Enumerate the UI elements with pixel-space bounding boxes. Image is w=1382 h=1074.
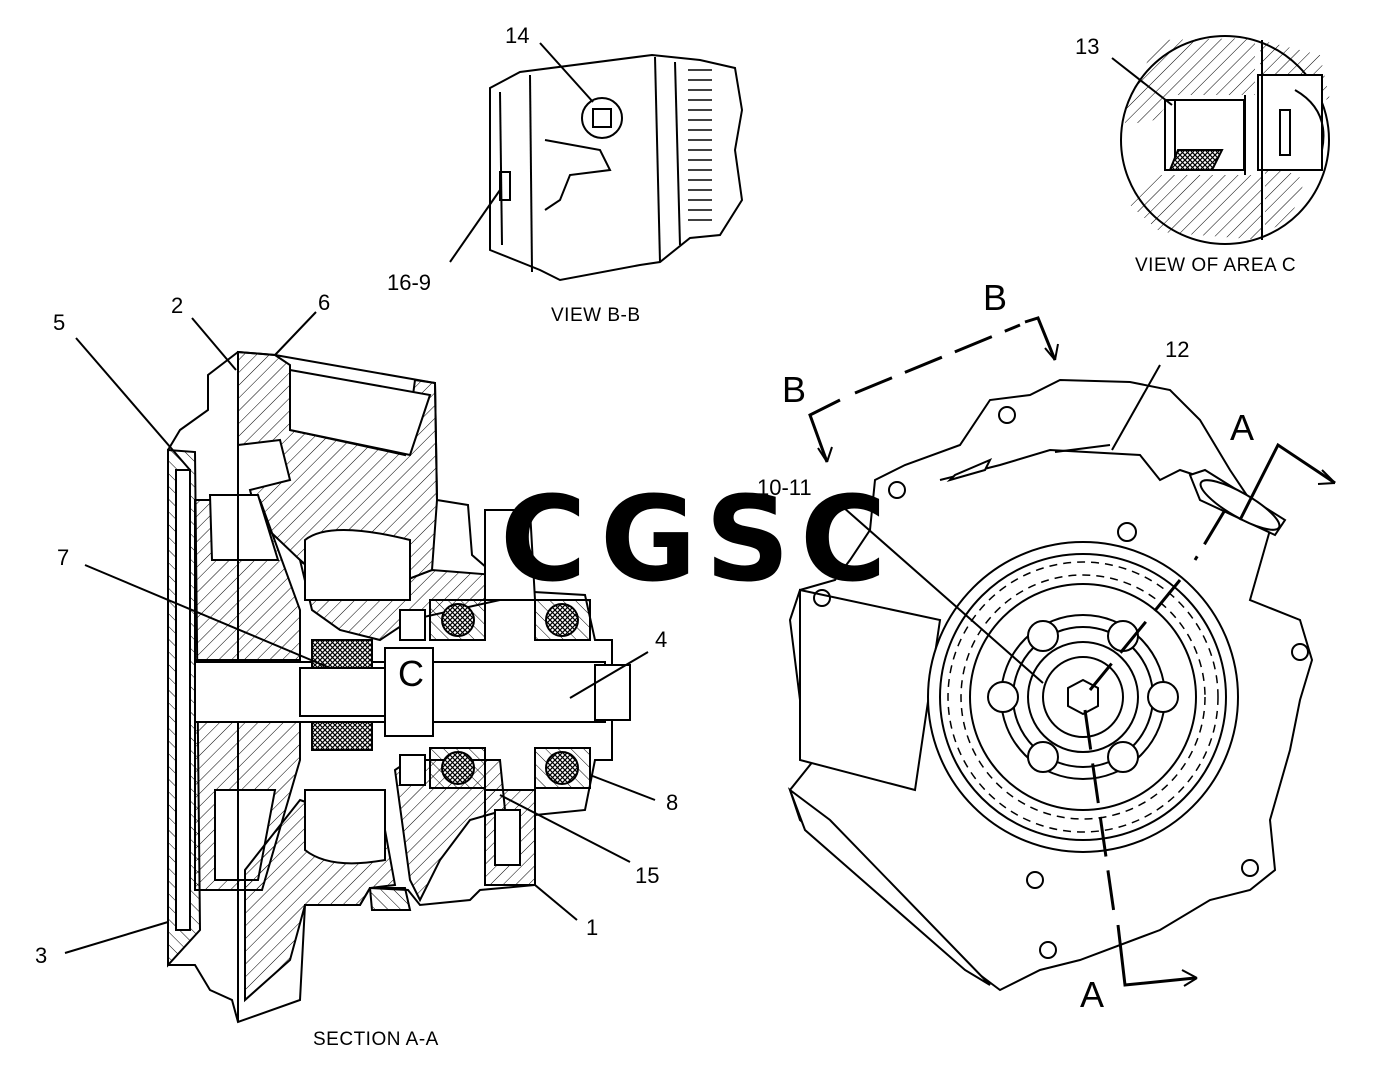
callout-6: 6 — [318, 290, 330, 315]
callout-3: 3 — [35, 943, 47, 968]
callout-14: 14 — [505, 23, 529, 48]
callout-labels: 1 2 3 4 5 6 7 8 10-11 12 13 14 15 16-9 — [35, 23, 1189, 968]
section-line-aa — [1083, 442, 1336, 987]
view-letter-b-top: B — [983, 277, 1007, 318]
callout-16-9: 16-9 — [387, 270, 431, 295]
caption-section-aa: SECTION A-A — [313, 1029, 439, 1050]
watermark-letter-2: G — [600, 470, 697, 608]
callout-8: 8 — [666, 790, 678, 815]
view-letter-a-bottom: A — [1080, 974, 1104, 1015]
watermark-letter-4: C — [800, 470, 887, 608]
leader-lines — [64, 42, 1173, 954]
front-view-drawing — [787, 378, 1314, 992]
callout-2: 2 — [171, 293, 183, 318]
view-captions: SECTION A-A VIEW B-B VIEW OF AREA C — [313, 255, 1296, 1050]
callout-13: 13 — [1075, 34, 1099, 59]
callout-12: 12 — [1165, 337, 1189, 362]
view-letter-b-left: B — [782, 369, 806, 410]
watermark-letter-3: S — [705, 470, 790, 608]
caption-view-bb: VIEW B-B — [551, 305, 641, 326]
view-letter-a-top: A — [1230, 407, 1254, 448]
view-bb-drawing — [489, 53, 744, 282]
callout-1: 1 — [586, 915, 598, 940]
view-letters: A A B B C — [398, 277, 1254, 1015]
callout-5: 5 — [53, 310, 65, 335]
callout-4: 4 — [655, 627, 667, 652]
callout-15: 15 — [635, 863, 659, 888]
section-aa-drawing — [167, 350, 631, 1024]
callout-7: 7 — [57, 545, 69, 570]
callout-10-11: 10-11 — [757, 475, 812, 500]
watermark-letter-1: C — [500, 470, 587, 608]
view-letter-c: C — [398, 653, 424, 694]
caption-view-area-c: VIEW OF AREA C — [1135, 255, 1296, 276]
watermark: C G S C — [500, 470, 887, 608]
view-area-c-drawing — [1120, 35, 1330, 245]
section-line-bb — [808, 316, 1059, 463]
